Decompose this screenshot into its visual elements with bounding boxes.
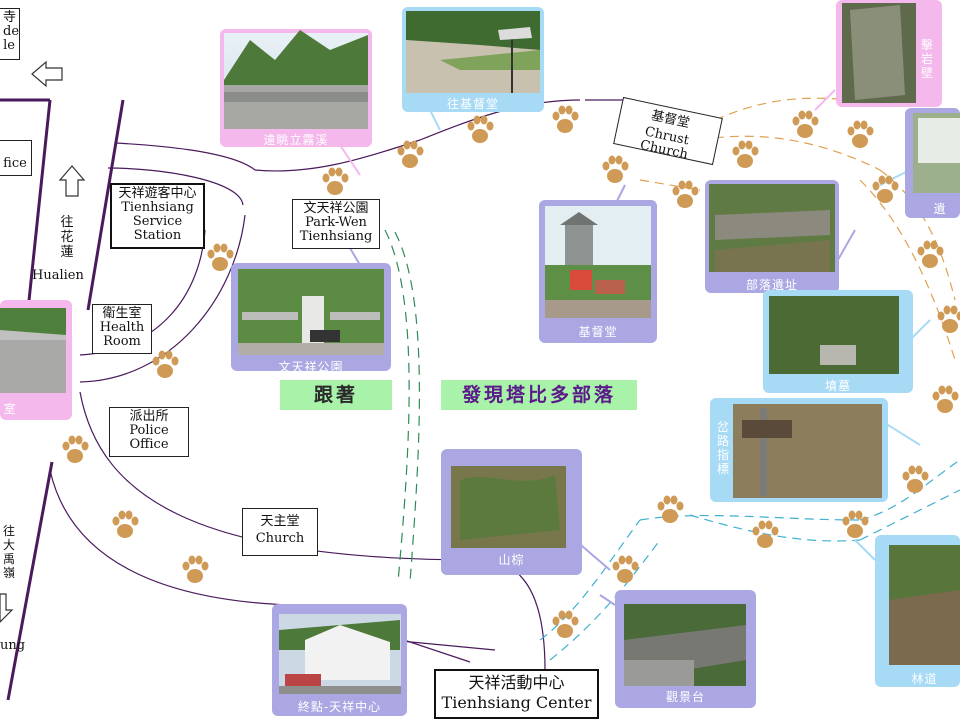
label-office-partial: fice [0, 140, 32, 176]
caption-rock-wall: 擊岩壁 [920, 38, 933, 80]
caption-end-center: 終點-天祥中心 [297, 700, 382, 714]
photo-to-church [402, 7, 544, 112]
photo-fork-sign [710, 398, 888, 502]
caption-fork-sign: 岔路指標 [716, 420, 729, 476]
caption-left-station: 室 [3, 402, 17, 416]
caption-grave: 墳墓 [824, 379, 851, 393]
caption-sign-panel: 遺 [933, 202, 947, 216]
green-trail [384, 229, 421, 583]
photo-left-station [0, 300, 72, 420]
photo-end-center [272, 604, 407, 716]
banner-follow: 跟著 [280, 380, 392, 410]
ung-text: ung [0, 638, 26, 653]
caption-park: 文天祥公園 [278, 360, 344, 374]
to-hualien-text: 往花蓮 [60, 215, 74, 260]
hualien-text: Hualien [32, 268, 84, 283]
arrow-down-icon [0, 593, 14, 623]
to-dayuling-text: 往大禹嶺 [2, 524, 15, 580]
path-lines [49, 99, 625, 671]
photo-grave [763, 290, 913, 393]
caption-christ-church: 基督堂 [578, 325, 618, 339]
photo-ruins [705, 180, 839, 293]
caption-viewing-deck: 觀景台 [665, 690, 705, 704]
arrow-up-icon [58, 165, 86, 197]
caption-yuanshan: 遠眺立霧溪 [263, 133, 329, 147]
photo-viewing-deck [615, 590, 756, 708]
caption-forest-path: 林道 [911, 672, 938, 686]
arrow-left-icon [31, 60, 63, 88]
caption-ruins: 部落遺址 [745, 278, 798, 292]
photo-park [231, 263, 391, 371]
photo-christ-church [539, 200, 657, 343]
caption-to-church: 往基督堂 [446, 97, 499, 111]
banner-discover: 發現塔比多部落 [441, 380, 637, 410]
photo-rock-wall [836, 0, 942, 107]
photo-mountain-palm [441, 449, 582, 575]
caption-mountain-palm: 山棕 [498, 553, 525, 567]
photo-yuanshan [220, 29, 372, 147]
road-lines [0, 98, 125, 701]
photo-forest-path [875, 535, 960, 687]
photo-sign-panel [905, 108, 960, 218]
